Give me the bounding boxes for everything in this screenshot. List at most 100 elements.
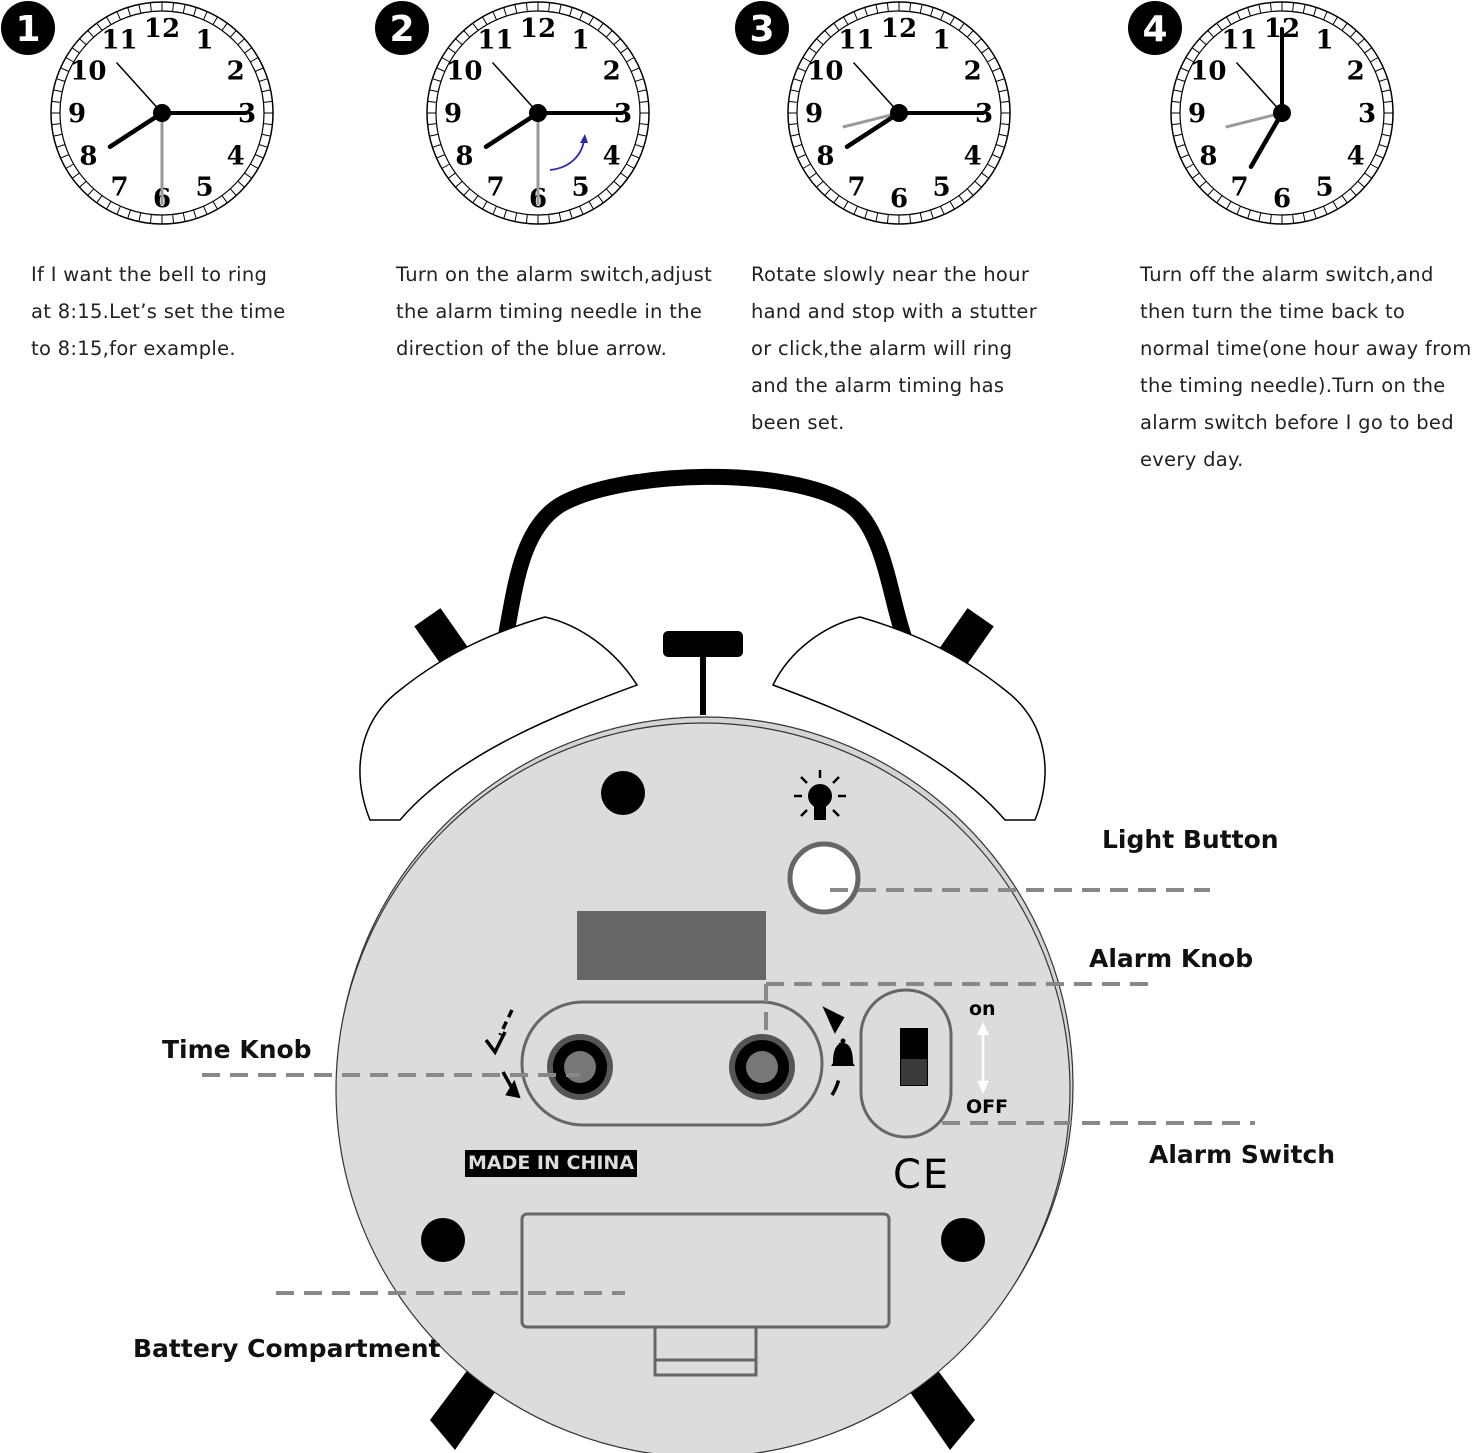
minute-tick bbox=[244, 47, 253, 54]
minute-tick bbox=[492, 205, 497, 215]
minute-tick bbox=[853, 11, 858, 21]
step-1-line: at 8:15.Let’s set the time bbox=[31, 300, 286, 323]
step-number-badge bbox=[1, 1, 55, 55]
step-2-line: Turn on the alarm switch,adjust bbox=[396, 263, 713, 286]
minute-tick bbox=[127, 209, 131, 219]
minute-tick bbox=[79, 180, 87, 188]
minute-tick bbox=[930, 209, 934, 219]
minute-tick bbox=[824, 188, 832, 196]
clock-numeral: 6 bbox=[890, 184, 908, 214]
minute-tick bbox=[1349, 30, 1357, 38]
light-button-label: Light Button bbox=[1102, 825, 1279, 854]
minute-tick bbox=[221, 22, 228, 31]
minute-tick bbox=[525, 214, 528, 224]
minute-tick bbox=[51, 123, 61, 126]
timing-needle bbox=[491, 61, 539, 114]
alarm-hand bbox=[1225, 111, 1283, 129]
minute-tick bbox=[793, 144, 803, 148]
minute-tick bbox=[1313, 7, 1317, 17]
switch-off-label: OFF bbox=[966, 1096, 1009, 1118]
clock-steps: 1121234567891011212123456789101131212345… bbox=[1, 1, 1394, 225]
time-knob-rotate-arrow-icon bbox=[484, 1009, 521, 1099]
minute-tick bbox=[503, 7, 507, 17]
minute-tick bbox=[1269, 2, 1272, 12]
minute-tick bbox=[455, 38, 463, 46]
minute-tick bbox=[447, 172, 456, 179]
blue-arrow-icon bbox=[549, 139, 585, 171]
hammer-stem bbox=[700, 655, 706, 715]
clock-hub bbox=[529, 104, 547, 122]
minute-tick bbox=[1302, 212, 1306, 222]
clock-numeral: 7 bbox=[1230, 173, 1248, 203]
minute-tick bbox=[441, 57, 450, 63]
blue-arrow-head-icon bbox=[580, 134, 588, 143]
minute-tick bbox=[1185, 57, 1194, 63]
timing-needle bbox=[1235, 61, 1283, 114]
alarm-switch[interactable] bbox=[900, 1028, 928, 1086]
clock-face: 4121234567891011 bbox=[1128, 1, 1394, 225]
minute-tick bbox=[482, 201, 488, 210]
display-window bbox=[577, 911, 766, 980]
alarm-knob[interactable] bbox=[729, 1034, 795, 1100]
made-in-china-label: MADE IN CHINA bbox=[467, 1152, 635, 1174]
time-knob-label: Time Knob bbox=[162, 1035, 312, 1064]
alarm-switch-label: Alarm Switch bbox=[1149, 1140, 1336, 1169]
minute-tick bbox=[987, 163, 996, 169]
clock-numeral: 2 bbox=[227, 57, 245, 87]
minute-tick bbox=[991, 67, 1001, 72]
minute-tick bbox=[455, 180, 463, 188]
minute-tick bbox=[1191, 172, 1200, 179]
minute-tick bbox=[998, 133, 1008, 137]
clock-numeral: 9 bbox=[805, 99, 823, 129]
clock-numeral: 5 bbox=[195, 173, 213, 203]
minute-tick bbox=[221, 195, 228, 204]
minute-tick bbox=[620, 172, 629, 179]
minute-tick bbox=[427, 100, 437, 103]
screw-bottom-right bbox=[941, 1218, 985, 1262]
minute-tick bbox=[940, 11, 945, 21]
minute-tick bbox=[1180, 154, 1190, 159]
clock-numeral: 5 bbox=[1315, 173, 1333, 203]
clock-numeral: 4 bbox=[1347, 142, 1365, 172]
clock-face: 3121234567891011 bbox=[735, 1, 1011, 225]
minute-tick bbox=[548, 2, 551, 12]
minute-tick bbox=[1378, 144, 1388, 148]
minute-tick bbox=[1180, 67, 1190, 72]
minute-tick bbox=[258, 78, 268, 82]
minute-tick bbox=[843, 201, 849, 210]
minute-tick bbox=[981, 172, 990, 179]
clock-numeral: 9 bbox=[1188, 99, 1206, 129]
minute-tick bbox=[597, 195, 604, 204]
step-4-line: Turn off the alarm switch,and bbox=[1140, 263, 1434, 286]
minute-tick bbox=[909, 2, 912, 12]
time-knob[interactable] bbox=[547, 1034, 613, 1100]
hour-hand bbox=[107, 110, 165, 150]
step-4-line: alarm switch before I go to bed bbox=[1140, 411, 1454, 434]
clock-numeral: 4 bbox=[603, 142, 621, 172]
timing-needle bbox=[115, 61, 163, 114]
switch-on-label: on bbox=[969, 998, 996, 1020]
minute-tick bbox=[116, 205, 121, 215]
minute-tick bbox=[1226, 16, 1232, 25]
minute-tick bbox=[824, 30, 832, 38]
clock-numeral: 4 bbox=[964, 142, 982, 172]
minute-tick bbox=[250, 163, 259, 169]
clock-numeral: 12 bbox=[144, 14, 180, 44]
clock-handle bbox=[497, 468, 913, 643]
minute-tick bbox=[1173, 133, 1183, 137]
step-4-line: the timing needle).Turn on the bbox=[1140, 374, 1446, 397]
minute-tick bbox=[71, 172, 80, 179]
minute-tick bbox=[138, 212, 142, 222]
clock-numeral: 8 bbox=[79, 142, 97, 172]
clock-numeral: 1 bbox=[932, 25, 950, 55]
minute-tick bbox=[987, 57, 996, 63]
minute-tick bbox=[51, 100, 61, 103]
minute-tick bbox=[588, 201, 594, 210]
minute-tick bbox=[630, 154, 640, 159]
step-3-text: Rotate slowly near the hour hand and sto… bbox=[751, 256, 1037, 441]
minute-tick bbox=[991, 154, 1001, 159]
minute-tick bbox=[138, 4, 142, 14]
light-button[interactable] bbox=[787, 841, 861, 915]
step-number-badge bbox=[375, 1, 429, 55]
